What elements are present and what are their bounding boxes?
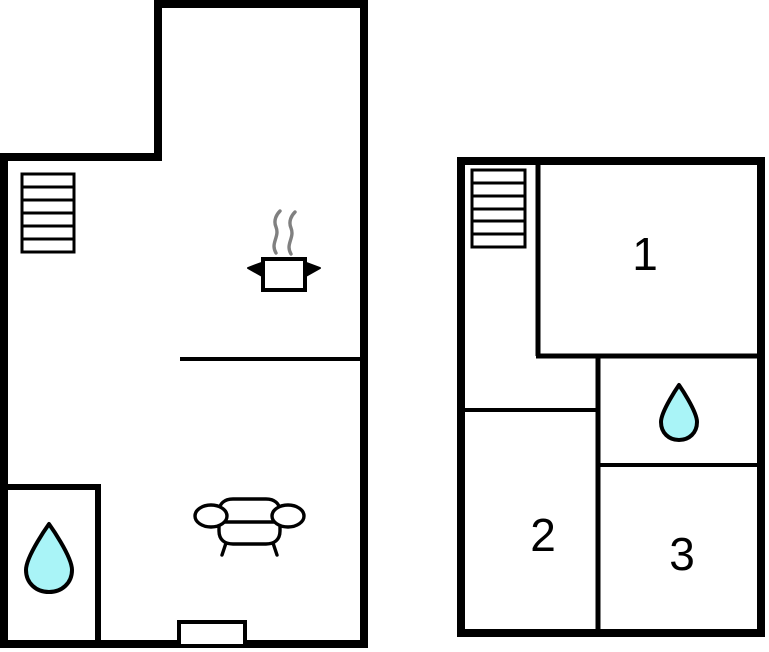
room-number-1: 1: [632, 228, 658, 280]
water-droplet-icon: [24, 522, 74, 594]
door-icon: [177, 620, 247, 648]
radiator-icon: [470, 168, 527, 249]
room-number-2: 2: [530, 509, 556, 561]
room-number-3: 3: [669, 528, 695, 580]
left-plan-outer-wall: [0, 0, 368, 648]
water-droplet-icon: [659, 383, 699, 442]
left-floor-plan: [0, 0, 368, 648]
right-plan-outer-wall: [457, 157, 765, 637]
radiator-icon: [20, 172, 76, 254]
sofa-icon: [193, 497, 306, 557]
cooking-pot-icon: [247, 209, 321, 292]
right-floor-plan: 1 2 3: [457, 157, 765, 637]
left-plan-bathroom-partition: [4, 484, 101, 644]
